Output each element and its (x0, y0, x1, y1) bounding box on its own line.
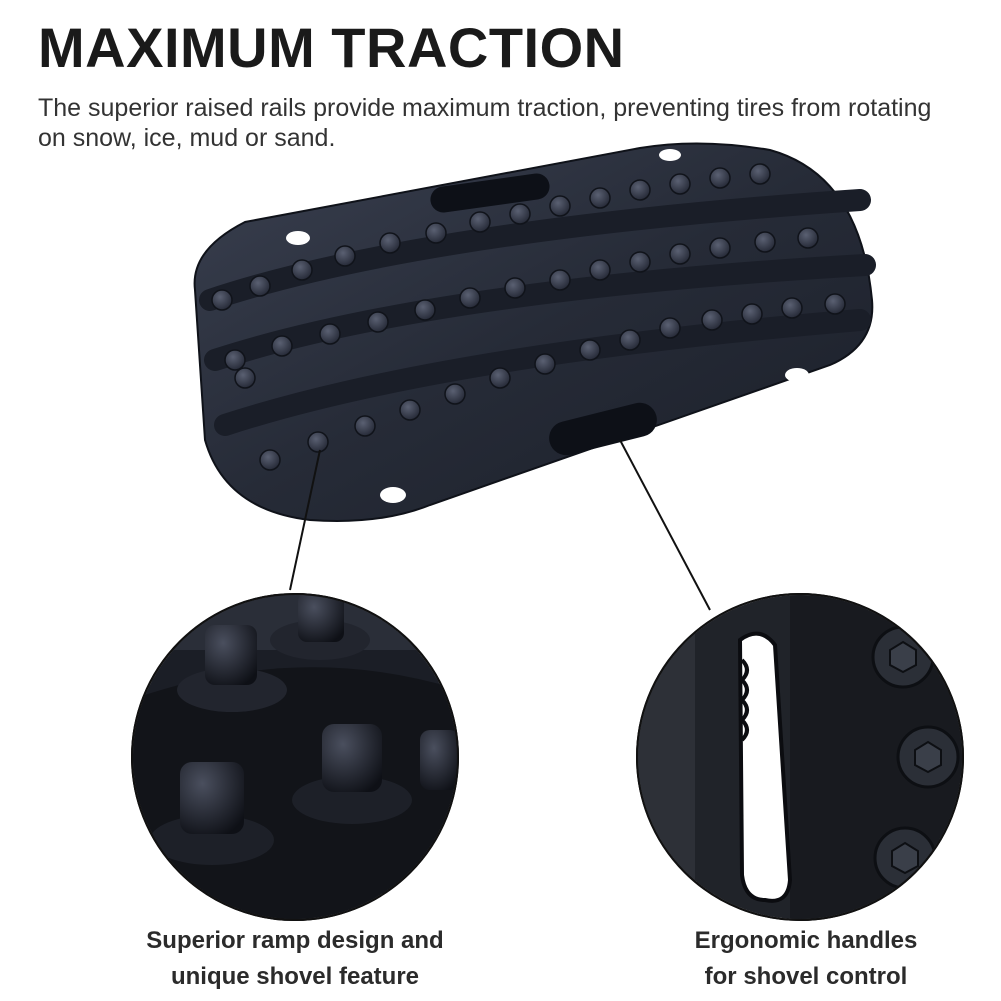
traction-board-image (193, 142, 876, 522)
description: The superior raised rails provide maximu… (38, 94, 932, 152)
caption-ergonomic-handles: Ergonomic handles for shovel control (606, 923, 1001, 995)
leader-line-right (619, 439, 711, 611)
caption-line: unique shovel feature (170, 963, 420, 990)
caption-line: Superior ramp design and (146, 927, 444, 954)
caption-ramp-design: Superior ramp design and unique shovel f… (95, 923, 495, 995)
leader-line-left (289, 449, 321, 591)
page-title: MAXIMUM TRACTION (38, 16, 625, 79)
stud-closeup-image (131, 593, 459, 921)
caption-line: Ergonomic handles (694, 927, 918, 954)
caption-line: for shovel control (704, 963, 908, 990)
handle-closeup-image (636, 593, 964, 921)
